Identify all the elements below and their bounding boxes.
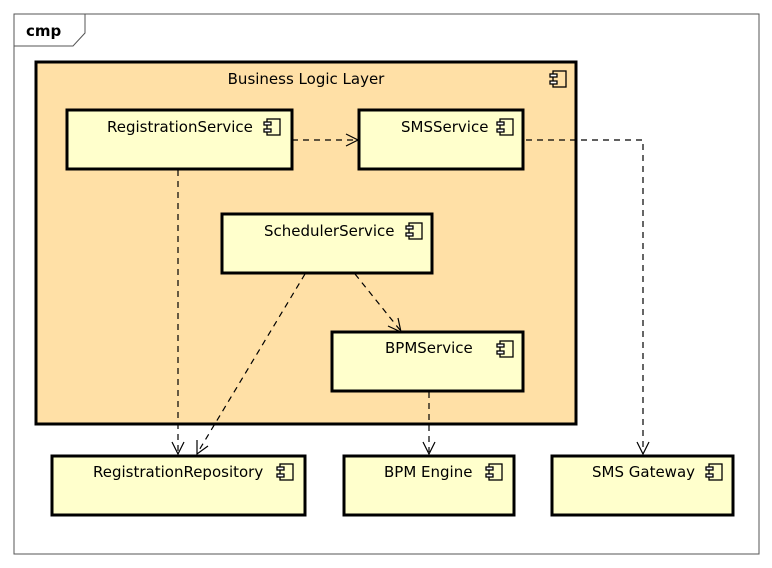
component-icon: [496, 118, 514, 136]
layer-label: Business Logic Layer: [228, 70, 386, 88]
component-bpm-engine[interactable]: BPM Engine: [342, 454, 516, 517]
component-registration-service[interactable]: RegistrationService: [65, 108, 294, 171]
component-icon: [496, 340, 514, 358]
component-icon: [263, 118, 281, 136]
component-label: SchedulerService: [264, 222, 395, 240]
component-scheduler-service[interactable]: SchedulerService: [220, 212, 434, 275]
component-label: SMSService: [401, 118, 488, 136]
component-label: BPM Engine: [384, 463, 472, 481]
component-label: RegistrationService: [107, 118, 253, 136]
component-sms-service[interactable]: SMSService: [357, 108, 525, 171]
component-label: BPMService: [385, 339, 473, 357]
dependency-sms-to-gateway: [526, 139, 650, 456]
component-registration-repository[interactable]: RegistrationRepository: [50, 454, 307, 517]
frame-label: cmp: [26, 22, 62, 40]
component-icon: [405, 222, 423, 240]
component-sms-gateway[interactable]: SMS Gateway: [550, 454, 735, 517]
component-icon: [276, 463, 294, 481]
component-icon: [705, 463, 723, 481]
dependency-registration-to-repository: [171, 170, 185, 456]
component-icon: [485, 463, 503, 481]
component-icon: [549, 70, 567, 88]
component-label: RegistrationRepository: [93, 463, 263, 481]
component-bpm-service[interactable]: BPMService: [330, 330, 525, 393]
dependency-scheduler-to-repository: [196, 273, 306, 456]
component-label: SMS Gateway: [592, 463, 695, 481]
dependency-bpm-to-engine: [422, 392, 436, 456]
